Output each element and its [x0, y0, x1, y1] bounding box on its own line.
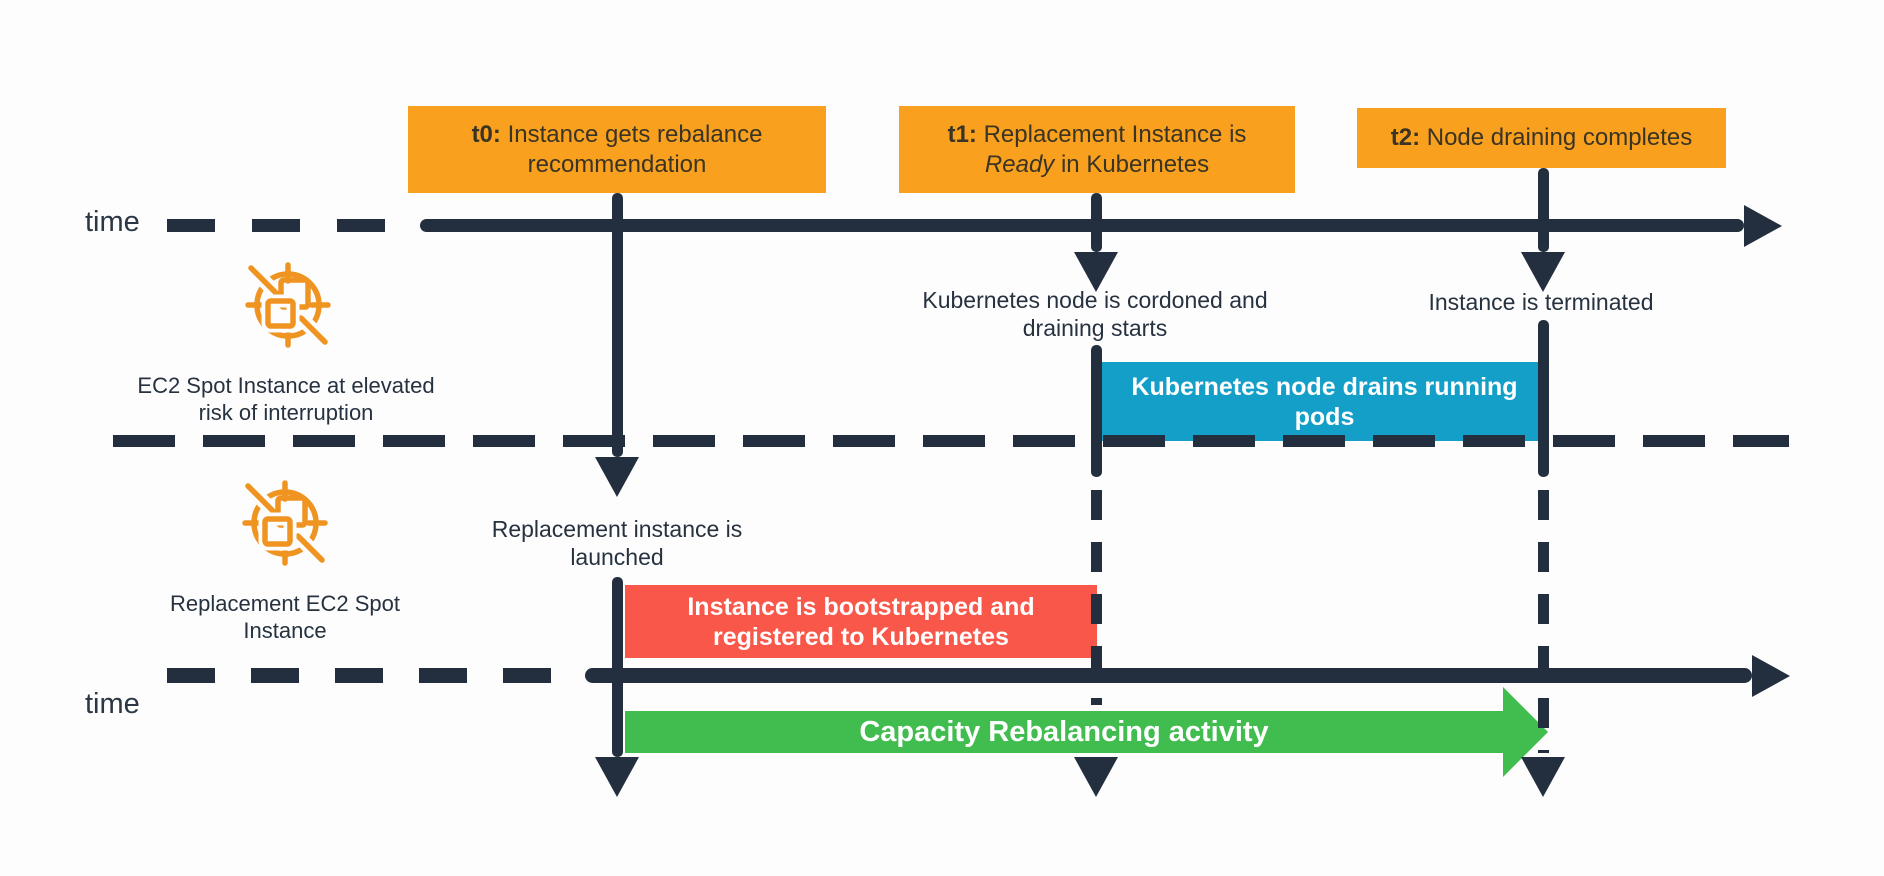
elevated-risk-label: EC2 Spot Instance at elevated risk of in…: [116, 372, 456, 426]
milestone-t1-line2: Ready in Kubernetes: [984, 150, 1210, 178]
t2-connector-dashed: [1538, 490, 1549, 753]
t1-connector-dashed: [1091, 490, 1102, 705]
milestone-t2-line1: t2: Node draining completes: [1390, 124, 1693, 151]
milestone-t1-line1: t1: Replacement Instance is: [947, 120, 1247, 148]
replacement-instance-label-line2: Instance: [243, 618, 327, 643]
bootstrap-activity-bar: Instance is bootstrapped and registered …: [625, 585, 1097, 658]
milestone-t0-line1: t0: Instance gets rebalance: [471, 120, 763, 148]
launched-annotation: Replacement instance is launched: [487, 515, 747, 571]
launched-annotation-line2: launched: [570, 544, 664, 570]
replacement-instance-label: Replacement EC2 Spot Instance: [115, 590, 455, 644]
top-timeline-arrowhead-icon: [1744, 205, 1782, 247]
milestone-box-t2: t2: Node draining completes: [1357, 108, 1726, 168]
bottom-time-label: time: [85, 688, 140, 720]
cordoned-annotation-line1: Kubernetes node is cordoned and: [922, 287, 1268, 313]
t1-connector-mid: [1091, 345, 1102, 477]
t0-connector-upper: [612, 193, 623, 457]
ec2-spot-icon: [238, 255, 338, 355]
replacement-instance-label-line1: Replacement EC2 Spot: [170, 591, 400, 616]
t0-arrowhead-upper-icon: [595, 457, 639, 497]
rebalance-bar-label: Capacity Rebalancing activity: [859, 715, 1269, 748]
bootstrap-bar-line1: Instance is bootstrapped and: [687, 592, 1035, 621]
elevated-risk-label-line2: risk of interruption: [198, 400, 374, 425]
terminated-annotation: Instance is terminated: [1428, 289, 1654, 315]
rebalance-activity-bar: Capacity Rebalancing activity: [625, 711, 1503, 753]
top-timeline: [420, 219, 1744, 232]
cordoned-annotation: Kubernetes node is cordoned and draining…: [895, 286, 1295, 342]
cordoned-annotation-line2: draining starts: [1022, 315, 1168, 341]
milestone-box-t1: t1: Replacement Instance is Ready in Kub…: [899, 106, 1295, 193]
t1-arrowhead-lower-icon: [1074, 757, 1118, 797]
bottom-timeline-dashed: [167, 668, 587, 683]
t0-arrowhead-lower-icon: [595, 757, 639, 797]
milestone-t0-line2: recommendation: [527, 150, 707, 178]
drain-bar-line1: Kubernetes node drains running: [1131, 372, 1518, 401]
t2-arrowhead-upper-icon: [1521, 252, 1565, 292]
t1-connector-upper: [1091, 193, 1102, 252]
drain-activity-bar: Kubernetes node drains running pods: [1102, 362, 1547, 441]
t0-connector-lower: [612, 577, 623, 757]
t1-arrowhead-upper-icon: [1074, 252, 1118, 292]
elevated-risk-label-line1: EC2 Spot Instance at elevated: [137, 373, 435, 398]
drain-bar-line2: pods: [1294, 402, 1355, 431]
t2-connector-mid: [1538, 320, 1549, 477]
lane-divider-dashed: [113, 435, 1789, 447]
ec2-spot-icon: [235, 473, 335, 573]
t2-arrowhead-lower-icon: [1521, 757, 1565, 797]
top-time-label: time: [85, 206, 140, 238]
launched-annotation-line1: Replacement instance is: [491, 516, 743, 542]
top-timeline-dashed: [167, 219, 419, 232]
bottom-timeline: [585, 668, 1752, 683]
bootstrap-bar-line2: registered to Kubernetes: [713, 622, 1009, 651]
t2-connector-upper: [1538, 168, 1549, 252]
bottom-timeline-arrowhead-icon: [1752, 655, 1790, 697]
milestone-box-t0: t0: Instance gets rebalance recommendati…: [408, 106, 826, 193]
